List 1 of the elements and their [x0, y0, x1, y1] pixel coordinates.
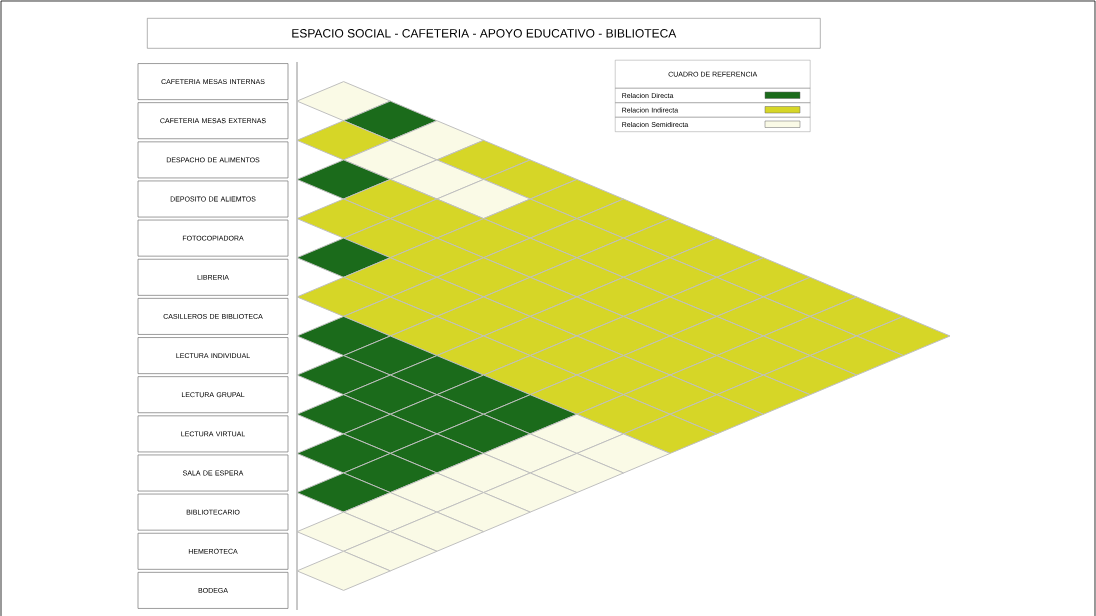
- title-box: ESPACIO SOCIAL - CAFETERIA - APOYO EDUCATIVO - BIBLIOTECA: [147, 18, 821, 49]
